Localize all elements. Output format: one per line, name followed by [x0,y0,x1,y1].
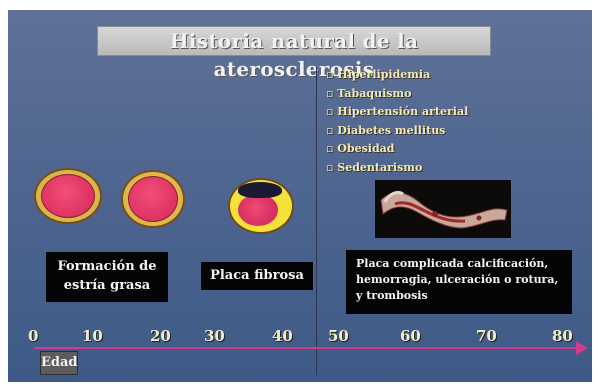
stage-divider-line [316,67,317,375]
complicated-plaque-photo [375,180,511,238]
age-axis-tick: 70 [476,327,497,345]
risk-factor-item: Hipertensión arterial [326,103,468,122]
age-axis-tick: 20 [150,327,171,345]
slide-title: Historia natural de la aterosclerosis [97,26,491,56]
age-axis-tick: 0 [28,327,38,345]
age-axis-label: Edad [40,351,78,375]
risk-factor-list: Hiperlipidemia Tabaquismo Hipertensión a… [326,66,468,177]
plaque-deposit [238,182,282,198]
age-axis-line [34,347,580,349]
age-axis-tick: 60 [400,327,421,345]
vessel-normal-illustration [34,168,102,224]
vessel-lumen [128,176,178,222]
stage-label-complicated-plaque: Placa complicada calcificación, hemorrag… [346,250,572,314]
slide: Historia natural de la aterosclerosis Hi… [8,10,592,382]
risk-factor-item: Sedentarismo [326,159,468,178]
vessel-fatty-streak-illustration [121,170,185,228]
age-axis-arrowhead [576,341,588,355]
age-axis-tick: 10 [82,327,103,345]
vessel-fibrous-plaque-illustration [228,178,294,234]
risk-factor-item: Obesidad [326,140,468,159]
stage-label-fatty-streak: Formación de estría grasa [46,252,168,302]
risk-factor-item: Tabaquismo [326,85,468,104]
stage-label-fibrous-plaque: Placa fibrosa [201,262,313,290]
age-axis-tick: 30 [204,327,225,345]
age-axis-tick: 50 [328,327,349,345]
vessel-lumen [238,194,278,226]
age-axis-tick: 80 [552,327,573,345]
risk-factor-item: Diabetes mellitus [326,122,468,141]
age-axis-tick: 40 [272,327,293,345]
risk-factor-item: Hiperlipidemia [326,66,468,85]
artery-specimen-image [375,180,511,238]
vessel-lumen [41,174,95,218]
